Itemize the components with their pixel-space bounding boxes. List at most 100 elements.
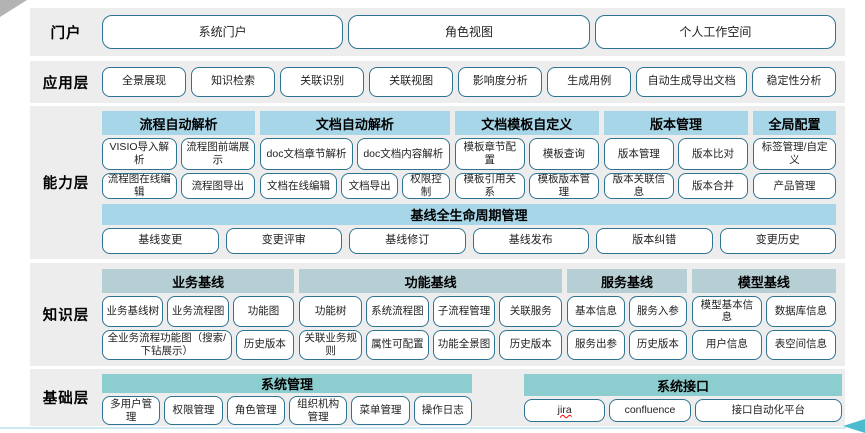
- interface-item-jira: jira: [524, 399, 606, 422]
- knowledge-item: 模型基本信息: [691, 296, 762, 327]
- knowledge-item: 功能图: [232, 296, 295, 327]
- knw-group-business-baseline: 业务基线 业务基线树 业务流程图 功能图 全业务流程功能图（搜索/下钻展示） 历…: [102, 269, 295, 360]
- interface-item: 接口自动化平台: [694, 399, 842, 422]
- application-item: 影响度分析: [458, 67, 543, 97]
- application-content: 全景展现 知识检索 关联识别 关联视图 影响度分析 生成用例 自动生成导出文档 …: [102, 61, 845, 103]
- cap-group-version: 版本管理 版本管理 版本比对 版本关联信息 版本合并: [603, 111, 749, 199]
- capability-item: 版本合并: [677, 173, 749, 199]
- portal-content: 系统门户 角色视图 个人工作空间: [102, 8, 845, 56]
- lifecycle-item: 变更历史: [719, 228, 836, 254]
- knowledge-item: 子流程管理: [432, 296, 496, 327]
- base-group-system-interface: 系统接口 jira confluence 接口自动化平台: [524, 374, 842, 422]
- knowledge-item: 基本信息: [567, 296, 625, 327]
- application-item: 知识检索: [191, 67, 276, 97]
- cap-group-process-parse: 流程自动解析 VISIO导入解析 流程图前端展示 流程图在线编辑 流程图导出: [102, 111, 256, 199]
- base-item: 操作日志: [413, 396, 472, 426]
- layer-application: 应用层 全景展现 知识检索 关联识别 关联视图 影响度分析 生成用例 自动生成导…: [30, 61, 845, 103]
- lifecycle-item: 基线变更: [102, 228, 219, 254]
- cap-group-title: 全局配置: [753, 111, 837, 135]
- portal-item: 角色视图: [348, 15, 590, 49]
- knowledge-item: 功能树: [299, 296, 362, 327]
- knowledge-item: 表空间信息: [765, 329, 836, 360]
- knowledge-item: 功能全景图: [432, 329, 496, 360]
- lifecycle-item: 基线修订: [349, 228, 466, 254]
- base-item: 权限管理: [164, 396, 223, 426]
- application-item: 全景展现: [102, 67, 187, 97]
- cap-group-title: 文档模板自定义: [454, 111, 599, 135]
- capability-item: VISIO导入解析: [102, 138, 177, 170]
- knw-group-service-baseline: 服务基线 基本信息 服务入参 服务出参 历史版本: [567, 269, 687, 360]
- capability-item: 版本管理: [603, 138, 674, 170]
- knowledge-item: 属性可配置: [365, 329, 429, 360]
- base-group-title: 系统接口: [524, 374, 842, 396]
- layer-base: 基础层 系统管理 多用户管理 权限管理 角色管理 组织机构管理 菜单管理 操作日…: [30, 369, 845, 426]
- application-item: 关联视图: [369, 67, 454, 97]
- layer-label-knowledge: 知识层: [42, 308, 90, 324]
- base-item: 多用户管理: [102, 396, 161, 426]
- corner-fold-decoration: [0, 0, 27, 17]
- capability-item: 模板版本管理: [528, 173, 599, 199]
- layer-label-application: 应用层: [42, 75, 90, 92]
- knowledge-item: 服务出参: [567, 329, 625, 360]
- knw-group-title: 模型基线: [691, 269, 836, 293]
- capability-item: doc文档内容解析: [356, 138, 450, 170]
- capability-item: 模板引用关系: [454, 173, 525, 199]
- knowledge-item: 业务流程图: [167, 296, 229, 327]
- knw-group-function-baseline: 功能基线 功能树 系统流程图 子流程管理 关联服务 关联业务规则 属性可配置 功…: [299, 269, 563, 360]
- base-group-system-management: 系统管理 多用户管理 权限管理 角色管理 组织机构管理 菜单管理 操作日志: [102, 374, 472, 426]
- application-item: 关联识别: [280, 67, 365, 97]
- capability-content: 流程自动解析 VISIO导入解析 流程图前端展示 流程图在线编辑 流程图导出 文…: [102, 106, 845, 259]
- capability-item: 文档导出: [341, 173, 399, 199]
- capability-item: 模板章节配置: [454, 138, 525, 170]
- knowledge-item: 用户信息: [691, 329, 762, 360]
- capability-item: doc文档章节解析: [260, 138, 353, 170]
- layer-knowledge: 知识层 业务基线 业务基线树 业务流程图 功能图 全业务流程功能图（搜索/下钻展…: [30, 263, 845, 366]
- portal-item: 个人工作空间: [594, 15, 836, 49]
- lifecycle-item: 基线发布: [472, 228, 589, 254]
- base-item: 组织机构管理: [288, 396, 348, 426]
- portal-item: 系统门户: [102, 15, 344, 49]
- capability-item: 流程图导出: [180, 173, 256, 199]
- knw-group-title: 业务基线: [102, 269, 295, 293]
- base-item: 菜单管理: [351, 396, 410, 426]
- layer-label-base: 基础层: [42, 391, 90, 407]
- cap-group-global-config: 全局配置 标签管理/自定义 产品管理: [753, 111, 837, 199]
- knowledge-item: 系统流程图: [365, 296, 429, 327]
- cap-group-title: 流程自动解析: [102, 111, 256, 135]
- knowledge-item: 全业务流程功能图（搜索/下钻展示）: [102, 329, 232, 360]
- layer-label-capability: 能力层: [42, 176, 90, 192]
- base-content: 系统管理 多用户管理 权限管理 角色管理 组织机构管理 菜单管理 操作日志 系统…: [102, 369, 851, 426]
- capability-item: 流程图前端展示: [180, 138, 256, 170]
- knowledge-item: 关联服务: [499, 296, 563, 327]
- capability-item: 标签管理/自定义: [753, 138, 837, 170]
- lifecycle-title: 基线全生命周期管理: [102, 204, 836, 225]
- lifecycle-item: 变更评审: [225, 228, 342, 254]
- application-item: 生成用例: [547, 67, 632, 97]
- bottom-line-decoration: [0, 427, 846, 429]
- cap-lifecycle-section: 基线全生命周期管理 基线变更 变更评审 基线修订 基线发布 版本纠错 变更历史: [102, 204, 836, 254]
- layer-capability: 能力层 流程自动解析 VISIO导入解析 流程图前端展示 流程图在线编辑 流程图…: [30, 106, 845, 259]
- knw-group-title: 功能基线: [299, 269, 563, 293]
- knw-group-model-baseline: 模型基线 模型基本信息 数据库信息 用户信息 表空间信息: [691, 269, 836, 360]
- cap-group-doc-parse: 文档自动解析 doc文档章节解析 doc文档内容解析 文档在线编辑 文档导出 权…: [260, 111, 450, 199]
- base-item: 角色管理: [226, 396, 285, 426]
- lifecycle-item: 版本纠错: [596, 228, 713, 254]
- interface-item: confluence: [609, 399, 691, 422]
- knowledge-item: 业务基线树: [102, 296, 164, 327]
- jira-label: jira: [557, 404, 572, 417]
- knowledge-item: 服务入参: [628, 296, 687, 327]
- cap-group-title: 版本管理: [603, 111, 749, 135]
- knowledge-item: 历史版本: [499, 329, 563, 360]
- capability-item: 文档在线编辑: [260, 173, 338, 199]
- cap-group-template: 文档模板自定义 模板章节配置 模板查询 模板引用关系 模板版本管理: [454, 111, 599, 199]
- knowledge-item: 数据库信息: [765, 296, 836, 327]
- capability-item: 模板查询: [528, 138, 599, 170]
- layer-label-portal: 门户: [50, 25, 82, 42]
- knw-group-title: 服务基线: [567, 269, 687, 293]
- capability-item: 流程图在线编辑: [102, 173, 177, 199]
- base-group-title: 系统管理: [102, 374, 472, 393]
- knowledge-content: 业务基线 业务基线树 业务流程图 功能图 全业务流程功能图（搜索/下钻展示） 历…: [102, 263, 845, 366]
- capability-item: 产品管理: [753, 173, 837, 199]
- capability-groups: 流程自动解析 VISIO导入解析 流程图前端展示 流程图在线编辑 流程图导出 文…: [102, 111, 837, 199]
